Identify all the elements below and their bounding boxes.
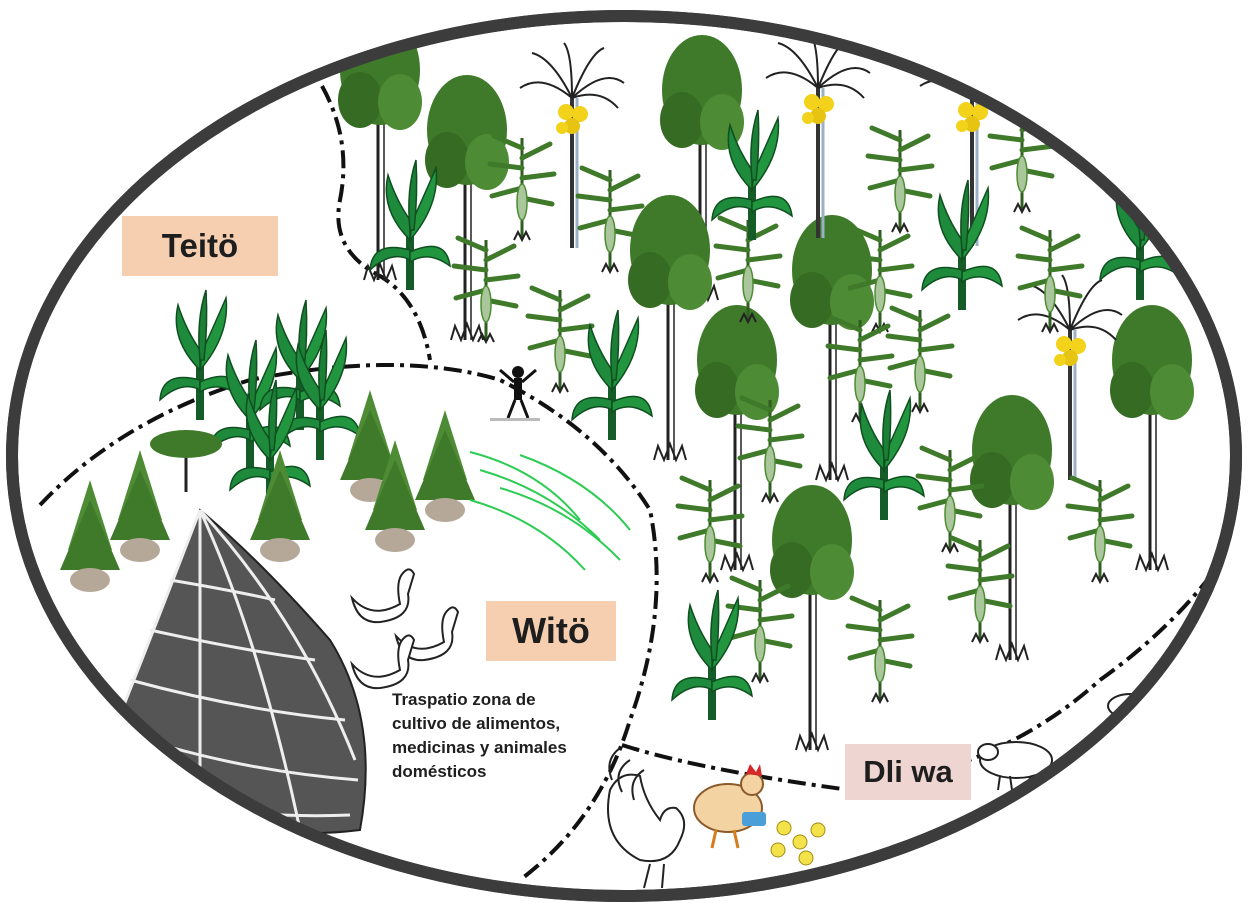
- zone-label-dliwa: Dli wa: [845, 744, 971, 800]
- zone-description-wito: Traspatio zona de cultivo de alimentos, …: [392, 688, 632, 784]
- zone-label-wito: Witö: [486, 601, 616, 661]
- zone-label-teito: Teitö: [122, 216, 278, 276]
